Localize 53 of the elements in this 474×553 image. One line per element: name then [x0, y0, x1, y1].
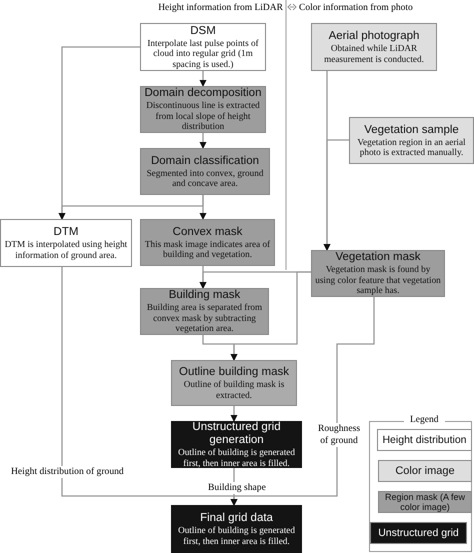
box-description: Building area is separated from convex mask by subtracting vegetation area. — [146, 302, 264, 334]
arrow — [200, 71, 206, 87]
legend-swatch: Unstructured grid — [370, 522, 467, 544]
box-title: Final grid data — [200, 512, 273, 525]
box-description: Outline of building is generated first, then inner area is filled. — [177, 447, 296, 468]
legend-swatch: Color image — [378, 460, 472, 482]
edge-label: Building shape — [207, 482, 267, 494]
box-description: Outline of building is generated first, then inner area is filled. — [177, 525, 296, 546]
box-description: Discontinuous line is extracted from local slope of height distribution — [145, 100, 261, 132]
process-box — [140, 148, 270, 195]
box-description: This mask image indicates area of building and vegetation. — [144, 238, 271, 260]
process-box — [171, 360, 297, 406]
box-title: Aerial photograph — [328, 30, 420, 43]
arrow — [230, 271, 311, 361]
legend-title: Legend — [404, 414, 444, 426]
edge-label: Roughness of ground — [316, 423, 362, 447]
process-box — [311, 23, 437, 71]
arrow — [324, 139, 349, 251]
process-box — [140, 219, 275, 266]
process-box — [349, 117, 474, 164]
box-title: Vegetation sample — [364, 124, 459, 136]
arrow — [200, 195, 206, 220]
box-title: DTM — [54, 226, 78, 239]
box-description: Obtained while LiDAR measurement is conducted. — [323, 43, 425, 64]
process-box — [140, 86, 266, 133]
legend-swatch: Height distribution — [377, 429, 472, 451]
section-heading: Color information from photo — [298, 2, 414, 14]
arrow — [230, 297, 375, 506]
process-box — [0, 219, 132, 267]
process-box — [311, 250, 445, 297]
box-title: Vegetation mask — [335, 251, 421, 264]
section-heading: Height information from LiDAR — [157, 2, 284, 14]
process-box — [140, 288, 269, 335]
arrow — [200, 133, 206, 149]
box-description: Vegetation region in an aerial photo is extracted manually. — [356, 136, 467, 158]
edge-label: Height distribution of ground — [10, 466, 125, 478]
process-box — [171, 505, 302, 553]
box-title: Convex mask — [172, 226, 242, 238]
process-box — [171, 421, 302, 468]
box-description: Interpolate last pulse points of cloud into regular grid (1m spacing is used.) — [146, 38, 260, 70]
box-title: Unstructured grid generation — [191, 421, 282, 447]
box-title: Domain classification — [150, 154, 259, 168]
box-description: Outline of building mask is extracted. — [182, 379, 286, 400]
box-description: Vegetation mask is found by using color feature that vegetation sample has. — [315, 264, 441, 296]
box-description: DTM is interpolated using height information of ground area. — [4, 239, 128, 260]
legend-swatch: Region mask (A few color image) — [378, 491, 472, 513]
box-title: Domain decomposition — [144, 87, 262, 100]
box-title: Outline building mask — [179, 366, 289, 379]
box-title: DSM — [190, 24, 216, 38]
box-description: Segmented into convex, ground and concave area. — [146, 168, 264, 188]
arrow — [230, 406, 238, 422]
box-title: Building mask — [168, 289, 240, 302]
process-box — [140, 23, 266, 71]
